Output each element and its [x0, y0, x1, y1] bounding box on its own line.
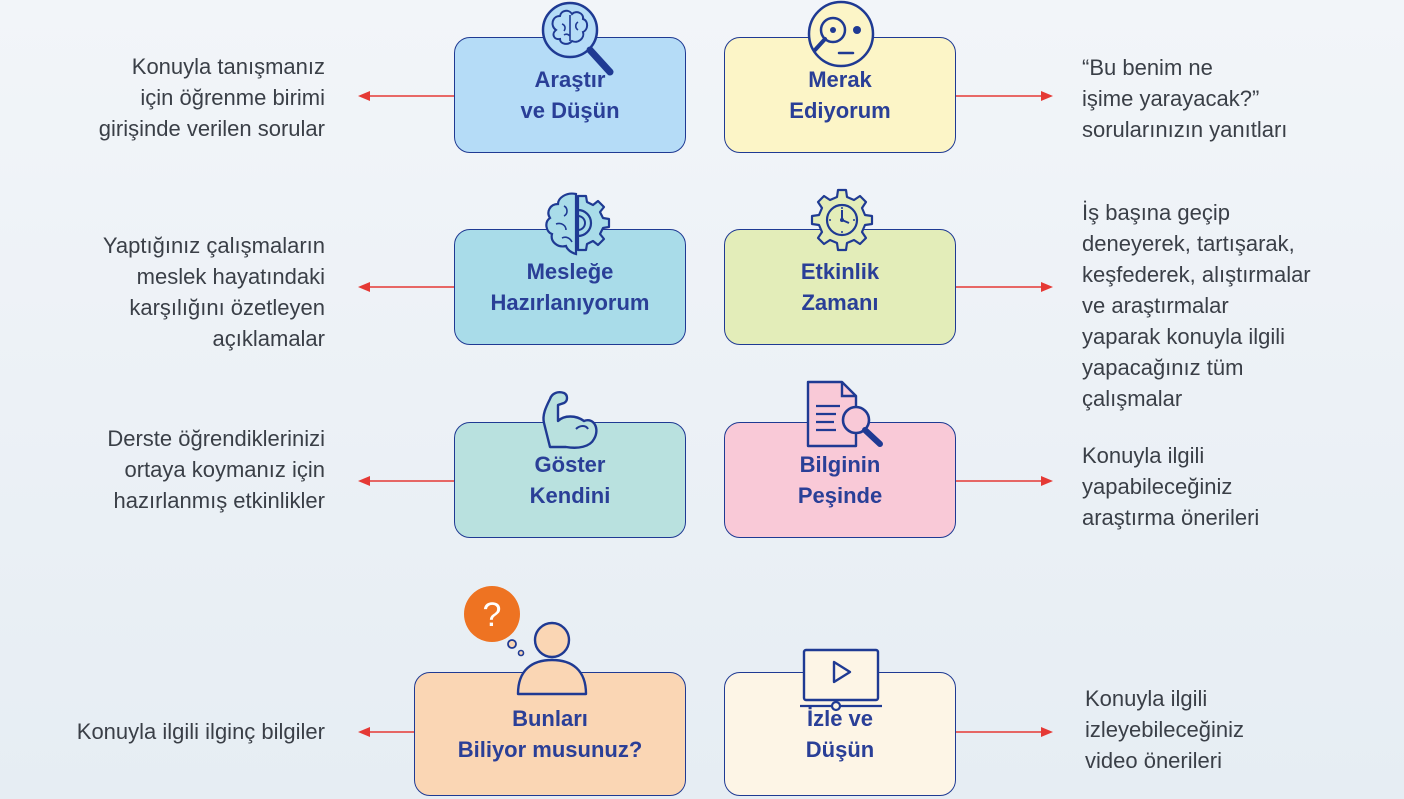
description-meslege-hazirlaniyorum: Yaptığınız çalışmaların meslek hayatında… [103, 230, 325, 354]
box-title-line: Ediyorum [789, 98, 891, 123]
description-line: meslek hayatındaki [136, 264, 325, 289]
box-title-line: ve Düşün [520, 98, 620, 123]
description-line: çalışmalar [1082, 386, 1183, 411]
description-line: girişinde verilen sorular [98, 116, 325, 141]
box-title-line: İzle ve [806, 706, 874, 731]
box-title-line: Peşinde [797, 483, 883, 508]
box-title-line: Biliyor musunuz? [457, 737, 643, 762]
document-search-icon [806, 380, 883, 448]
flexed-arm-icon [542, 391, 598, 449]
description-bilginin-pesinde: Konuyla ilgili yapabileceğiniz araştırma… [1082, 440, 1259, 533]
box-title-line: Bunları [512, 706, 588, 731]
description-line: deneyerek, tartışarak, [1082, 231, 1295, 256]
box-title-line: Etkinlik [800, 259, 880, 284]
description-line: “Bu benim ne [1082, 55, 1213, 80]
description-line: işime yarayacak?” [1082, 86, 1260, 111]
description-line: izleyebileceğiniz [1085, 717, 1244, 742]
curious-face-magnifier-icon [807, 0, 875, 68]
arrow-right-row-2 [956, 282, 1053, 292]
box-title-line: Zamanı [801, 290, 879, 315]
description-line: yapabileceğiniz [1082, 474, 1233, 499]
description-line: yaparak konuyla ilgili [1082, 324, 1285, 349]
description-line: video önerileri [1085, 748, 1222, 773]
description-line: Konuyla ilgili [1082, 443, 1205, 468]
arrow-left-row-4 [358, 727, 416, 737]
description-line: ve araştırmalar [1082, 293, 1229, 318]
arrow-right-row-1 [956, 91, 1053, 101]
description-line: karşılığını özetleyen [129, 295, 325, 320]
brain-magnifier-icon [541, 1, 614, 76]
arrow-right-row-4 [956, 727, 1053, 737]
description-line: keşfederek, alıştırmalar [1082, 262, 1311, 287]
description-line: araştırma önerileri [1082, 505, 1260, 530]
description-line: yapacağınız tüm [1082, 355, 1244, 380]
description-arastir-ve-dusun: Konuyla tanışmanız için öğrenme birimi g… [99, 51, 325, 144]
description-line: Konuyla tanışmanız [131, 54, 325, 79]
description-izle-ve-dusun: Konuyla ilgili izleyebileceğiniz video ö… [1085, 683, 1244, 776]
arrow-left-row-1 [358, 91, 454, 101]
description-line: hazırlanmış etkinlikler [113, 488, 325, 513]
box-title-line: Göster [534, 452, 606, 477]
video-player-icon [800, 648, 882, 712]
description-line: Konuyla ilgili [1085, 686, 1208, 711]
description-line: sorularınızın yanıtları [1082, 117, 1288, 142]
description-line: Konuyla ilgili ilginç bilgiler [76, 719, 325, 744]
description-line: İş başına geçip [1082, 200, 1230, 225]
box-bunlari-biliyor-musunuz: Bunları Biliyor musunuz? [414, 672, 686, 796]
brain-gear-icon [545, 192, 611, 256]
question-mark-glyph: ? [483, 596, 502, 634]
box-title-line: Hazırlanıyorum [490, 290, 650, 315]
description-line: için öğrenme birimi [140, 85, 325, 110]
box-title-line: Kendini [529, 483, 611, 508]
person-question-icon: ? [464, 586, 588, 696]
arrow-left-row-3 [358, 476, 454, 486]
description-etkinlik-zamani: İş başına geçip deneyerek, tartışarak, k… [1082, 197, 1311, 414]
box-title-line: Araştır [534, 67, 606, 92]
arrow-right-row-3 [956, 476, 1053, 486]
description-line: Yaptığınız çalışmaların [102, 233, 325, 258]
arrow-left-row-2 [358, 282, 454, 292]
description-line: ortaya koymanız için [124, 457, 325, 482]
box-title-line: Bilginin [799, 452, 881, 477]
box-title-line: Mesleğe [526, 259, 614, 284]
gear-clock-icon [810, 188, 874, 252]
box-title-line: Düşün [805, 737, 875, 762]
description-merak-ediyorum: “Bu benim ne işime yarayacak?” soruların… [1082, 52, 1287, 145]
description-bunlari-biliyor-musunuz: Konuyla ilgili ilginç bilgiler [77, 716, 325, 747]
description-goster-kendini: Derste öğrendiklerinizi ortaya koymanız … [107, 423, 325, 516]
description-line: açıklamalar [212, 326, 325, 351]
box-title-line: Merak [808, 67, 872, 92]
description-line: Derste öğrendiklerinizi [107, 426, 325, 451]
